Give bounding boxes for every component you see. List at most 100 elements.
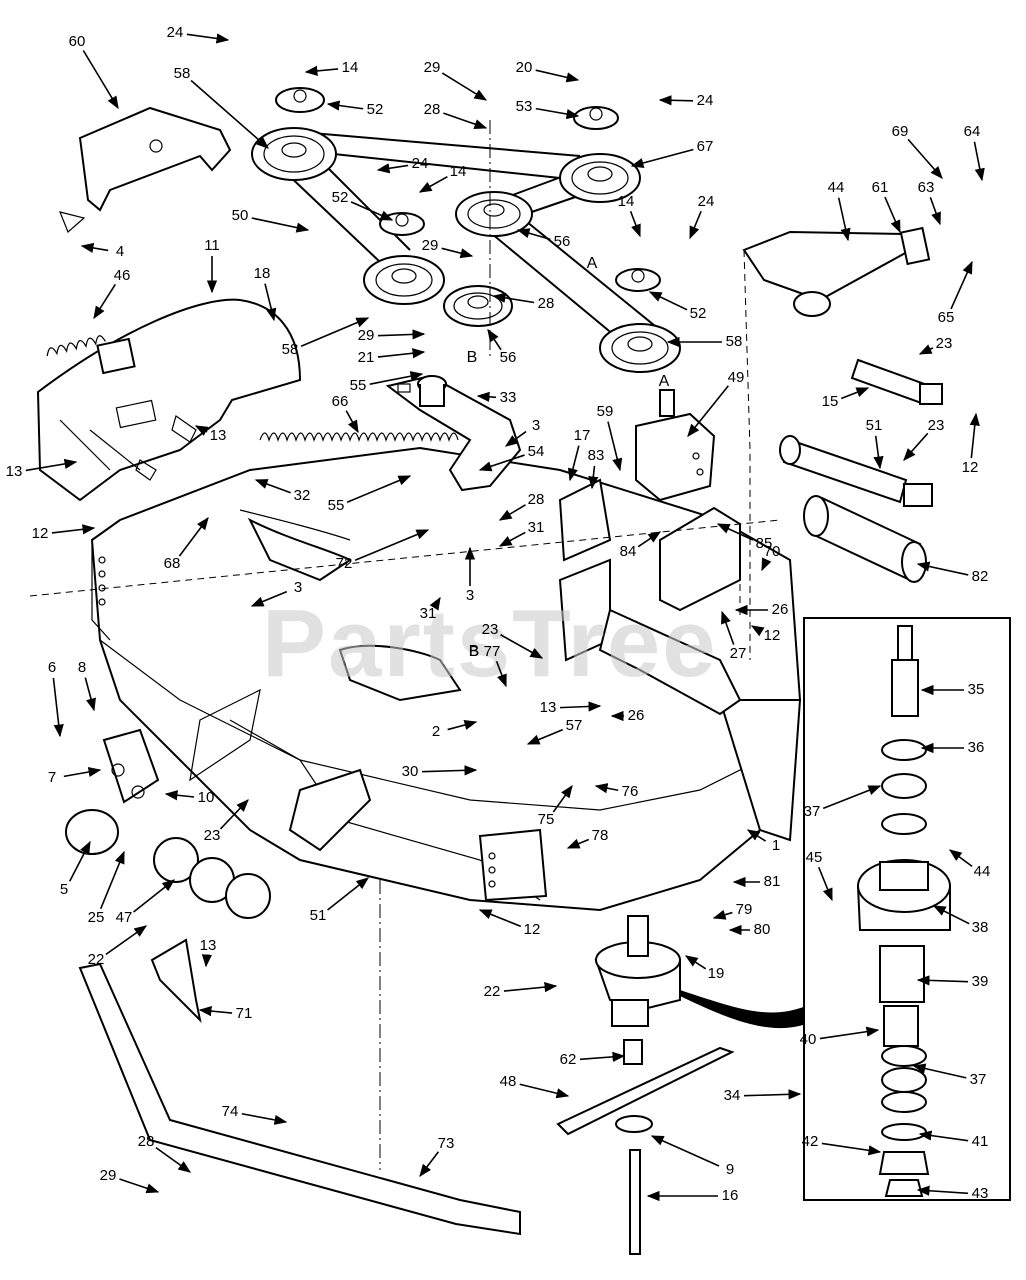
part-callout-label: 3 [532,417,540,434]
callout-leader-arrow [566,838,590,849]
callout-leader-arrow [346,475,412,503]
callout-leader-arrow [99,850,125,910]
part-callout-label: 31 [528,519,545,536]
callout-leader-arrow [327,877,370,911]
part-callout-label: 22 [484,983,501,1000]
callout-leader-arrow [918,344,934,355]
callout-leader-arrow [492,292,535,304]
part-callout-label: 12 [524,921,541,938]
part-callout-label: 77 [484,643,501,660]
part-callout-label: 60 [69,33,86,50]
part-callout-label: 29 [100,1167,117,1184]
part-callout-label: 29 [358,327,375,344]
callout-leader-arrow [377,348,426,359]
spindle-assembly [594,915,681,1065]
callout-leader-arrow [419,1151,440,1178]
callout-leader-arrow [241,1112,288,1125]
wheels-47 [65,809,271,919]
part-callout-label: 6 [48,659,56,676]
callout-leader-arrow [884,196,901,234]
callout-leader-arrow [929,197,941,226]
inset-box [803,617,1011,1201]
callout-leader-arrow [250,590,288,607]
callout-leader-arrow [535,107,580,120]
part-callout-label: 52 [332,189,349,206]
part-callout-label: 23 [936,335,953,352]
part-callout-label: 56 [500,349,517,366]
inset-pointer [680,990,806,1029]
callout-leader-arrow [354,529,430,561]
callout-leader-arrow [873,435,884,470]
part-callout-label: 11 [204,237,220,254]
callout-leader-arrow [84,677,96,712]
gearbox-49 [635,389,716,502]
part-callout-label: 61 [872,179,889,196]
callout-leader-arrow [51,524,96,535]
part-callout-label: 28 [528,491,545,508]
part-callout-label: 4 [116,243,124,260]
callout-leader-arrow [594,783,619,794]
callout-leader-arrow [345,410,359,434]
part-callout-label: 12 [32,525,49,542]
part-callout-label: 28 [538,295,555,312]
callout-leader-arrow [950,260,973,310]
part-callout-label: 17 [574,427,591,444]
belt-cover-11 [36,298,302,502]
part-callout-label: 49 [728,369,745,386]
callout-leader-arrow [948,849,973,867]
callout-leader-arrow [498,504,526,521]
washer-9 [615,1115,653,1133]
part-callout-label: 59 [597,403,614,420]
part-callout-label: 23 [482,621,499,638]
bracket-59 [558,478,612,562]
callout-leader-arrow [304,65,339,76]
part-callout-label: 39 [972,973,989,990]
part-callout-label: 52 [690,305,707,322]
part-callout-label: 8 [78,659,86,676]
part-callout-label: 46 [114,267,131,284]
callout-leader-arrow [817,866,833,902]
part-callout-label: 29 [422,237,439,254]
part-callout-label: 45 [806,849,823,866]
part-callout-label: 82 [972,568,989,585]
callout-leader-arrow [526,728,564,745]
callout-leader-arrow [25,458,78,472]
belt-route-letter: A [587,255,598,272]
part-callout-label: B [469,643,479,660]
callout-leader-arrow [421,765,478,776]
callout-leader-arrow [716,523,754,541]
part-callout-label: 29 [424,59,441,76]
part-callout-label: 58 [174,65,191,82]
callout-leader-arrow [201,954,213,968]
blade-48 [556,1046,735,1136]
part-callout-label: 62 [560,1051,577,1068]
bracket-rail [598,608,742,716]
part-callout-label: 51 [866,417,883,434]
part-callout-label: 47 [116,909,133,926]
callout-leader-arrow [164,790,195,801]
part-callout-label: 55 [328,497,345,514]
callout-leader-arrow [837,197,851,242]
part-callout-label: 63 [918,179,935,196]
part-callout-label: 2 [432,723,440,740]
part-callout-label: 48 [500,1073,517,1090]
callout-leader-arrow [429,596,441,611]
callout-leader-arrow [746,829,767,842]
callout-leader-arrow [105,925,148,956]
callout-leader-arrow [579,1051,626,1062]
bracket-85 [659,506,741,612]
part-callout-label: 30 [402,763,419,780]
part-callout-label: 42 [802,1133,819,1150]
part-callout-label: 14 [342,59,359,76]
callout-leader-arrow [119,1178,160,1194]
callout-leader-arrow [932,905,970,925]
callout-leader-arrow [637,531,662,548]
part-callout-label: 58 [726,333,743,350]
part-callout-label: 23 [928,417,945,434]
callout-leader-arrow [63,766,102,778]
part-callout-label: 78 [592,827,609,844]
callout-leader-arrow [743,1089,802,1100]
part-callout-label: 34 [724,1087,741,1104]
